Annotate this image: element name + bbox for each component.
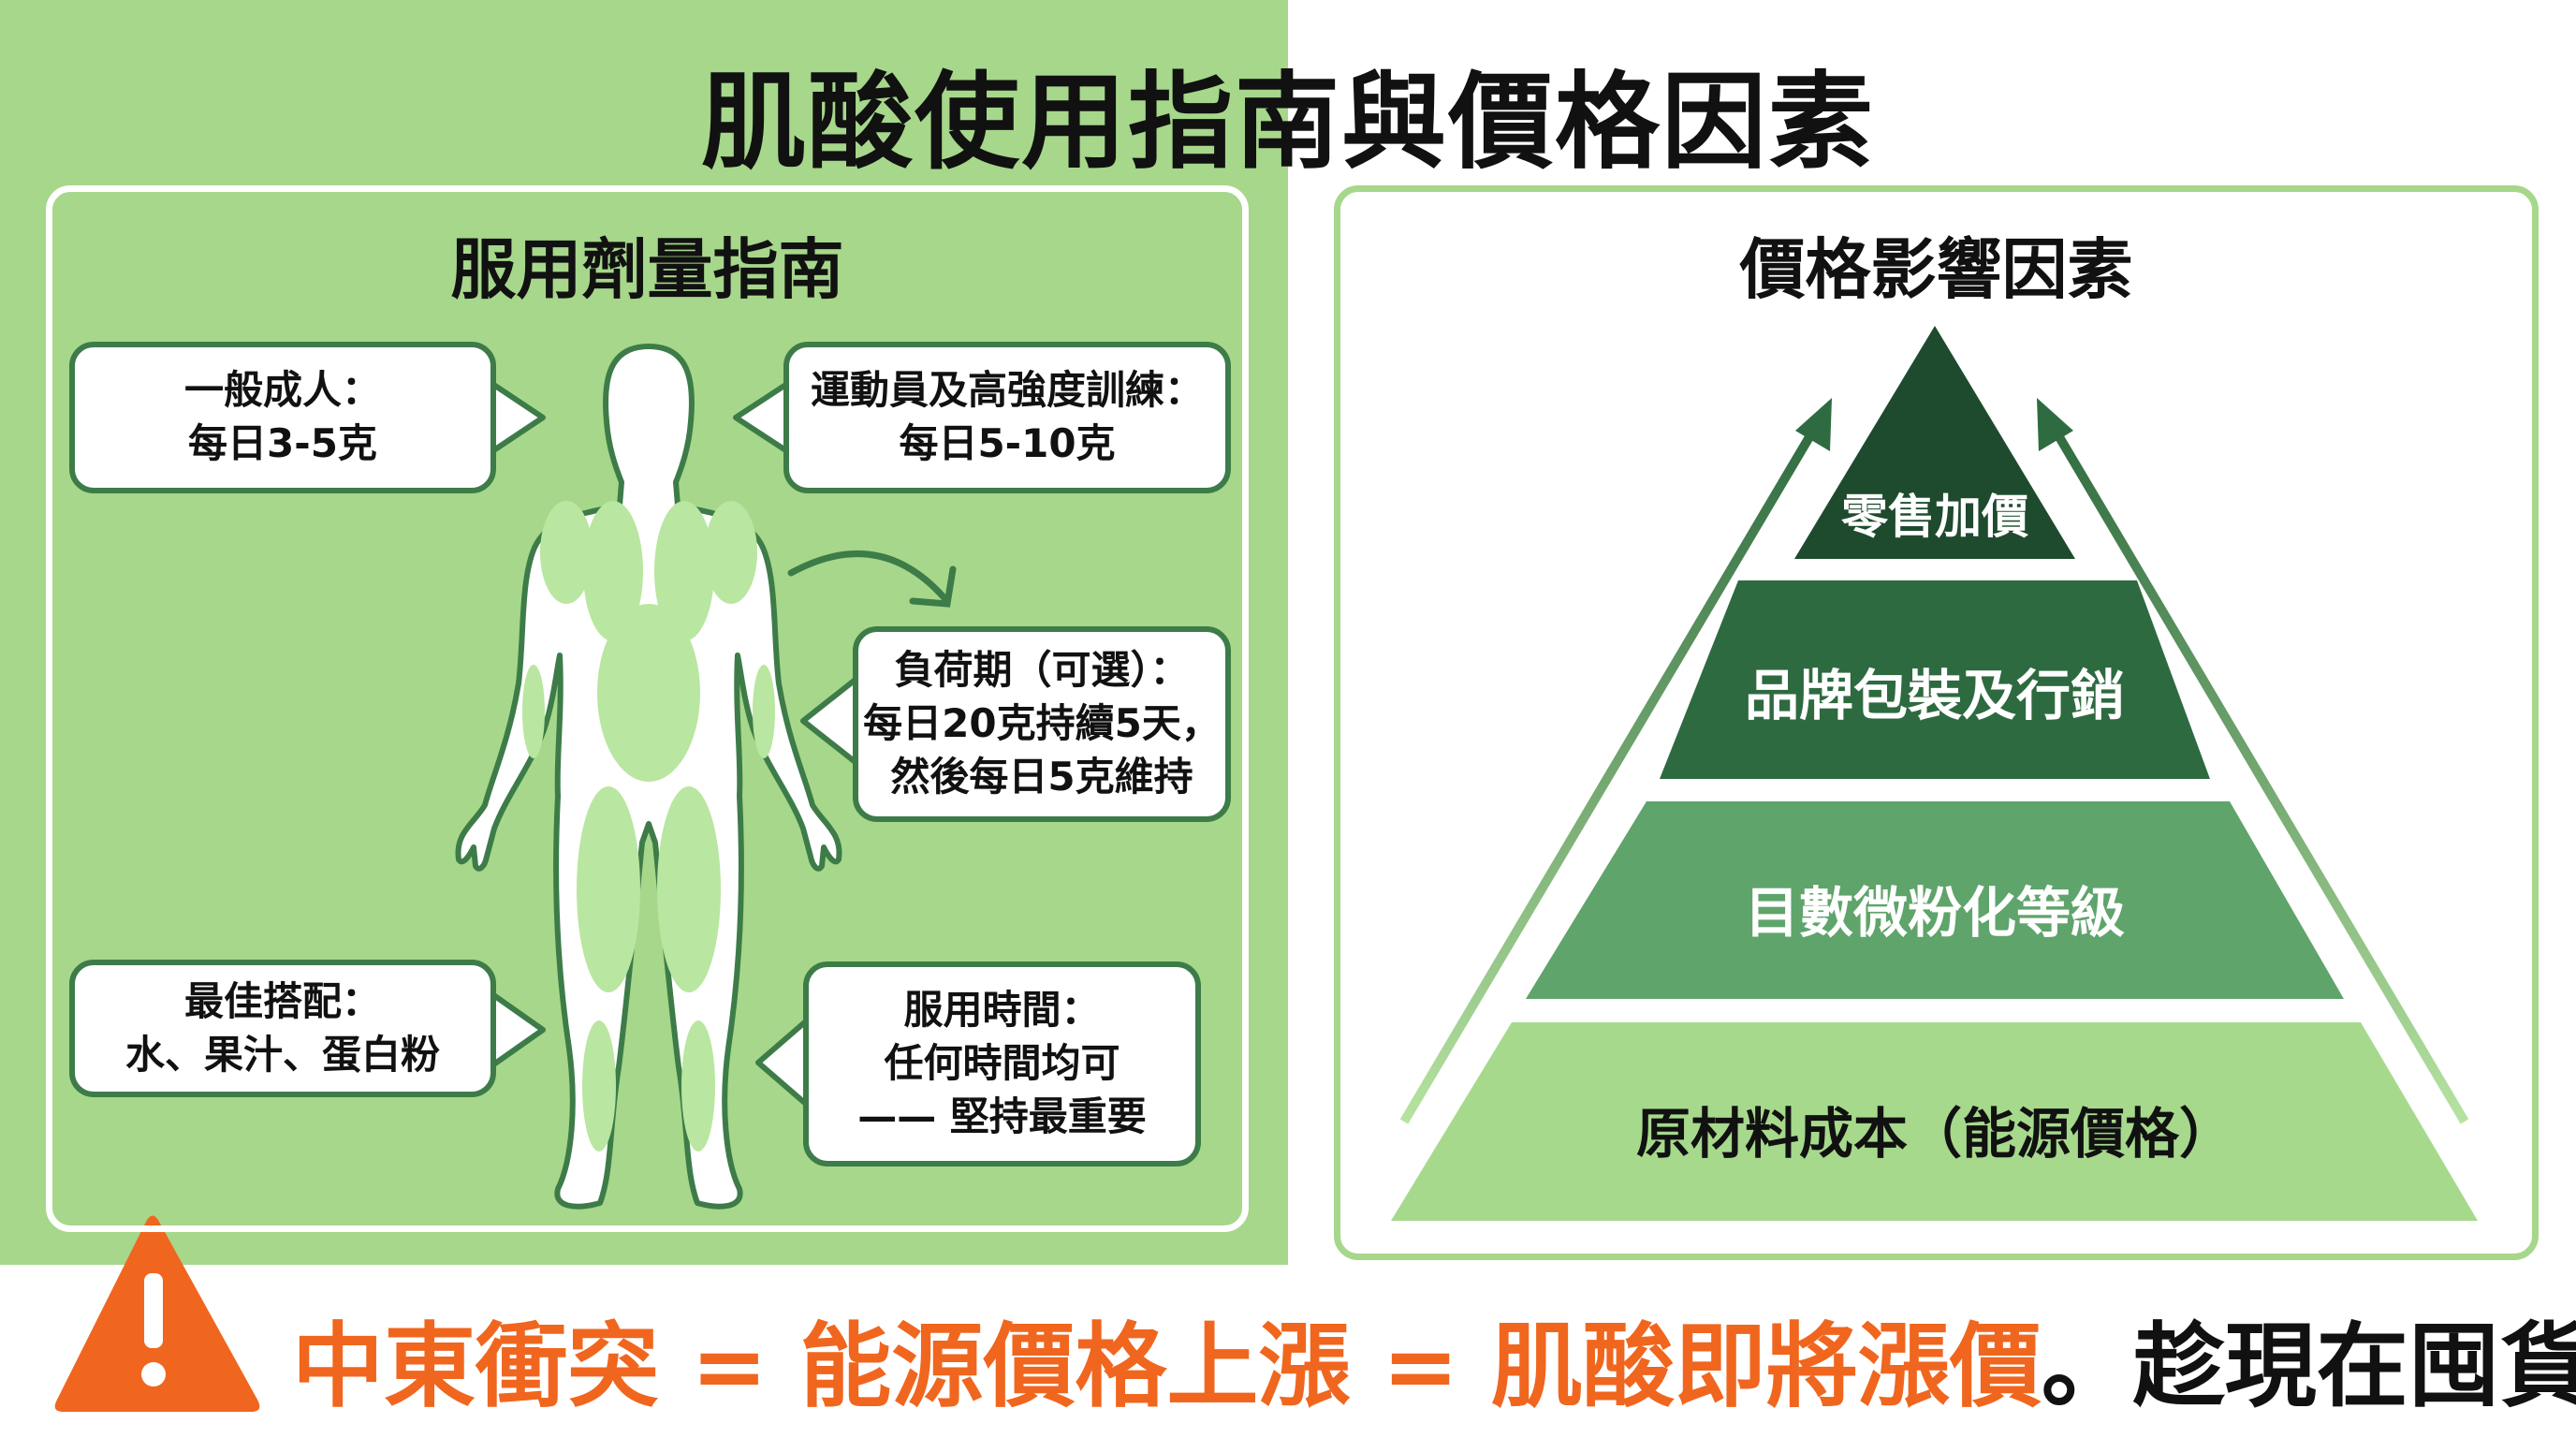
tier-label-mesh-grade: 目數微粉化等級 xyxy=(1744,881,2125,945)
callout-line: 負荷期（可選）： xyxy=(894,647,1190,694)
tier-label-branding: 品牌包裝及行銷 xyxy=(1744,664,2125,727)
curved-arrow-icon xyxy=(787,550,957,608)
pyramid-arrows xyxy=(1399,423,2469,1124)
callout-line: 每日3-5克 xyxy=(188,420,377,466)
warning-message: 中東衝突 = 能源價格上漲 = 肌酸即將漲價。趁現在囤貨！ xyxy=(292,1292,2576,1425)
muscle-highlights xyxy=(522,501,775,1152)
pyramid-tier-4 xyxy=(1391,1022,2478,1221)
right-arrowhead-icon xyxy=(2037,398,2073,451)
pyramid-tier-1 xyxy=(1794,326,2075,559)
callout-line: 然後每日5克維持 xyxy=(890,753,1193,800)
dosage-panel-heading: 服用劑量指南 xyxy=(450,231,844,308)
page-title: 肌酸使用指南與價格因素 xyxy=(701,62,1875,183)
callout-best-pairing: 最佳搭配： 水、果汁、蛋白粉 xyxy=(69,960,496,1097)
warning-triangle-icon xyxy=(54,1215,260,1412)
callout-loading-phase: 負荷期（可選）： 每日20克持續5天， 然後每日5克維持 xyxy=(853,626,1231,822)
tier-label-retail: 零售加價 xyxy=(1841,490,2028,544)
callout-line: 水、果汁、蛋白粉 xyxy=(124,1031,440,1078)
warning-tail: 。趁現在囤貨！ xyxy=(2041,1313,2576,1420)
human-body-figure xyxy=(455,344,842,1210)
callout-general-adult: 一般成人： 每日3-5克 xyxy=(69,342,496,493)
price-panel-heading: 價格影響因素 xyxy=(1739,231,2133,308)
callout-line: 每日5-10克 xyxy=(899,420,1116,466)
callout-line: 最佳搭配： xyxy=(183,977,381,1024)
callout-line: 運動員及高強度訓練： xyxy=(810,367,1204,414)
callout-line: 服用時間： xyxy=(903,987,1101,1034)
callout-athlete: 運動員及高強度訓練： 每日5-10克 xyxy=(783,342,1231,493)
left-up-arrow xyxy=(1399,423,1821,1124)
callout-line: —— 堅持最重要 xyxy=(857,1093,1147,1139)
warning-highlight: 中東衝突 = 能源價格上漲 = 肌酸即將漲價 xyxy=(292,1313,2042,1420)
callout-line: 一般成人： xyxy=(183,367,381,414)
right-up-arrow xyxy=(2048,423,2469,1124)
price-factors-panel xyxy=(1334,185,2539,1260)
callout-line: 每日20克持續5天， xyxy=(863,700,1221,747)
callout-timing: 服用時間： 任何時間均可 —— 堅持最重要 xyxy=(803,961,1201,1167)
dosage-guide-panel xyxy=(46,185,1249,1232)
left-arrowhead-icon xyxy=(1795,398,1832,451)
pyramid-tier-2 xyxy=(1660,580,2210,779)
tier-label-raw-material: 原材料成本（能源價格） xyxy=(1635,1102,2233,1166)
callout-line: 任何時間均可 xyxy=(884,1040,1120,1087)
pyramid-tier-3 xyxy=(1526,801,2344,999)
